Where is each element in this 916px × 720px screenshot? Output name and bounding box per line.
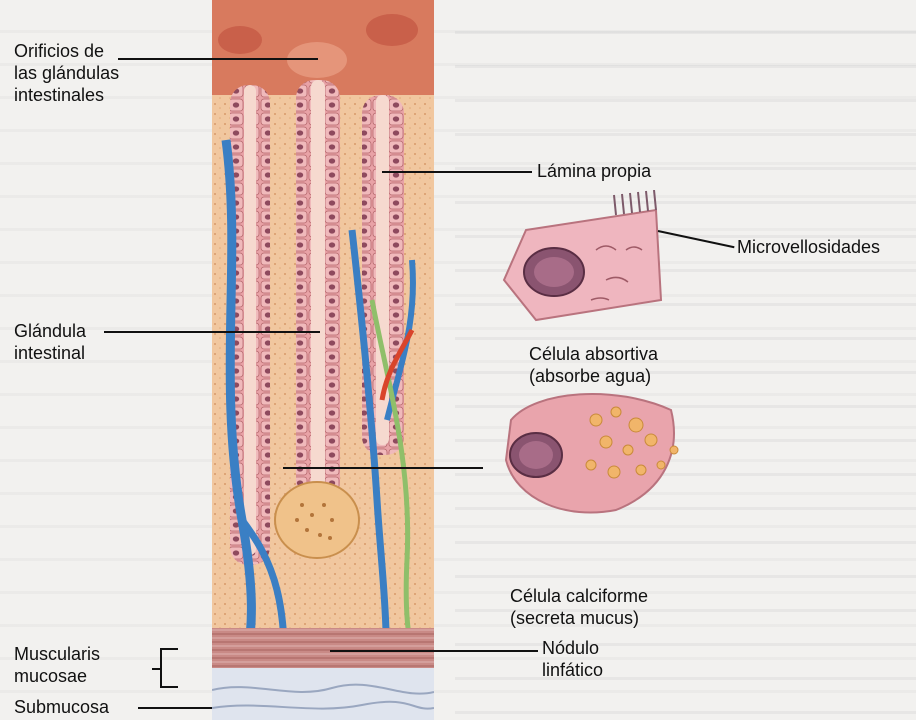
label-muscularis-mucosae: Muscularis mucosae bbox=[14, 643, 100, 687]
bracket-muscularis-bottom bbox=[160, 686, 178, 688]
leader-glandula bbox=[104, 331, 320, 333]
leader-submucosa bbox=[138, 707, 212, 709]
label-celula-calciforme: Célula calciforme (secreta mucus) bbox=[510, 585, 648, 629]
bracket-muscularis-tick bbox=[152, 668, 160, 670]
absorptive-cell-illustration bbox=[496, 190, 666, 330]
goblet-cell-illustration bbox=[496, 380, 686, 520]
label-glandula: Glándula intestinal bbox=[14, 320, 86, 364]
leader-orificios bbox=[118, 58, 318, 60]
label-submucosa: Submucosa bbox=[14, 696, 109, 718]
label-orificios: Orificios de las glándulas intestinales bbox=[14, 40, 119, 106]
bracket-muscularis bbox=[160, 648, 162, 688]
leader-lamina-propia bbox=[382, 171, 532, 173]
label-lamina-propia: Lámina propia bbox=[537, 160, 651, 182]
leader-celula-calciforme bbox=[283, 467, 483, 469]
label-celula-absortiva: Célula absortiva (absorbe agua) bbox=[529, 343, 658, 387]
intestinal-wall-illustration bbox=[212, 0, 434, 720]
leader-nodulo-linfatico bbox=[330, 650, 538, 652]
label-nodulo-linfatico: Nódulo linfático bbox=[542, 637, 603, 681]
bracket-muscularis-top bbox=[160, 648, 178, 650]
label-microvellosidades: Microvellosidades bbox=[737, 236, 880, 258]
